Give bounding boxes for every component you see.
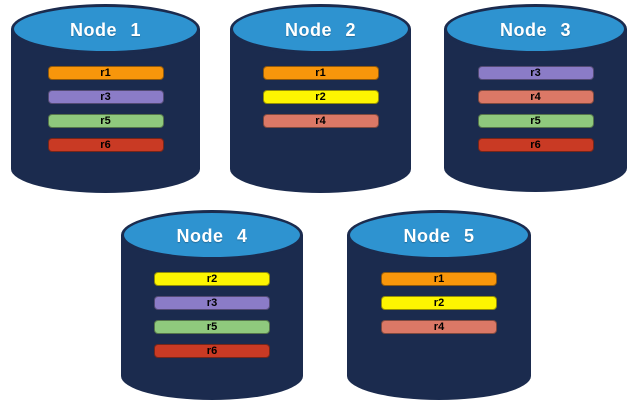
- replica-bar: r4: [381, 320, 497, 334]
- replica-bar: r6: [154, 344, 270, 358]
- cylinder-top: Node 5: [347, 210, 531, 260]
- replica-bar: r5: [47, 114, 164, 128]
- replica-bar: r5: [477, 114, 594, 128]
- replica-bar: r2: [262, 90, 379, 104]
- cylinder-body: [11, 29, 200, 193]
- replica-bar: r3: [477, 66, 594, 80]
- replica-bar: r6: [47, 138, 164, 152]
- cylinder-top: Node 2: [230, 4, 411, 54]
- cylinder-body: [230, 29, 411, 193]
- cylinder-top: Node 1: [11, 4, 200, 54]
- replica-list: r1 r2 r4: [230, 66, 411, 128]
- replica-bar: r2: [154, 272, 270, 286]
- node-cylinder: Node 2 r1 r2 r4: [230, 4, 411, 193]
- replica-list: r1 r2 r4: [347, 272, 531, 334]
- node-cylinder: Node 5 r1 r2 r4: [347, 210, 531, 400]
- node-title: Node 5: [403, 226, 475, 246]
- cylinder-top: Node 4: [121, 210, 303, 260]
- replica-bar: r1: [381, 272, 497, 286]
- cylinder-body: [347, 235, 531, 400]
- cylinder-body: [121, 235, 303, 400]
- replica-bar: r3: [154, 296, 270, 310]
- node-title: Node 3: [499, 20, 571, 40]
- cylinder-body: [444, 29, 627, 192]
- replica-bar: r1: [47, 66, 164, 80]
- replica-list: r1 r3 r5 r6: [11, 66, 200, 152]
- node-title: Node 1: [69, 20, 141, 40]
- replica-bar: r2: [381, 296, 497, 310]
- node-cylinder: Node 3 r3 r4 r5 r6: [444, 4, 627, 192]
- replica-bar: r4: [262, 114, 379, 128]
- replica-list: r2 r3 r5 r6: [121, 272, 303, 358]
- node-title: Node 4: [176, 226, 248, 246]
- node-title: Node 2: [284, 20, 356, 40]
- replica-bar: r3: [47, 90, 164, 104]
- replica-bar: r5: [154, 320, 270, 334]
- replica-bar: r4: [477, 90, 594, 104]
- node-cylinder: Node 4 r2 r3 r5 r6: [121, 210, 303, 400]
- cylinder-top: Node 3: [444, 4, 627, 54]
- replica-list: r3 r4 r5 r6: [444, 66, 627, 152]
- node-cylinder: Node 1 r1 r3 r5 r6: [11, 4, 200, 193]
- replica-bar: r6: [477, 138, 594, 152]
- replica-bar: r1: [262, 66, 379, 80]
